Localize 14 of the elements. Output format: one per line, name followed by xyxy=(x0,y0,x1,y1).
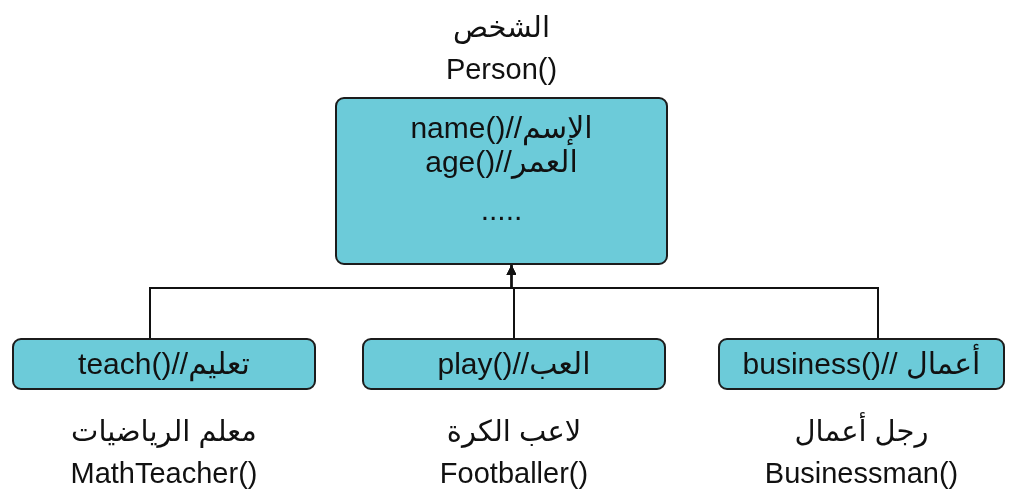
class-name: لاعب الكرة xyxy=(446,414,582,448)
member-text: play()//العب xyxy=(437,347,591,381)
member-text: teach()//تعليم xyxy=(78,347,250,381)
class-name: MathTeacher() xyxy=(70,456,258,490)
member-text: age()//العمر xyxy=(425,145,578,179)
class-name: Businessman() xyxy=(764,456,959,490)
class-name: Footballer() xyxy=(439,456,589,490)
class-name: رجل أعمال xyxy=(794,414,929,448)
inheritance-arrow xyxy=(506,264,879,339)
class-name: معلم الرياضيات xyxy=(71,414,257,448)
class-name: الشخص xyxy=(453,10,550,44)
member-text: name()//الإسم xyxy=(410,111,593,145)
class-name: Person() xyxy=(445,52,558,86)
member-text: ..... xyxy=(480,193,523,227)
